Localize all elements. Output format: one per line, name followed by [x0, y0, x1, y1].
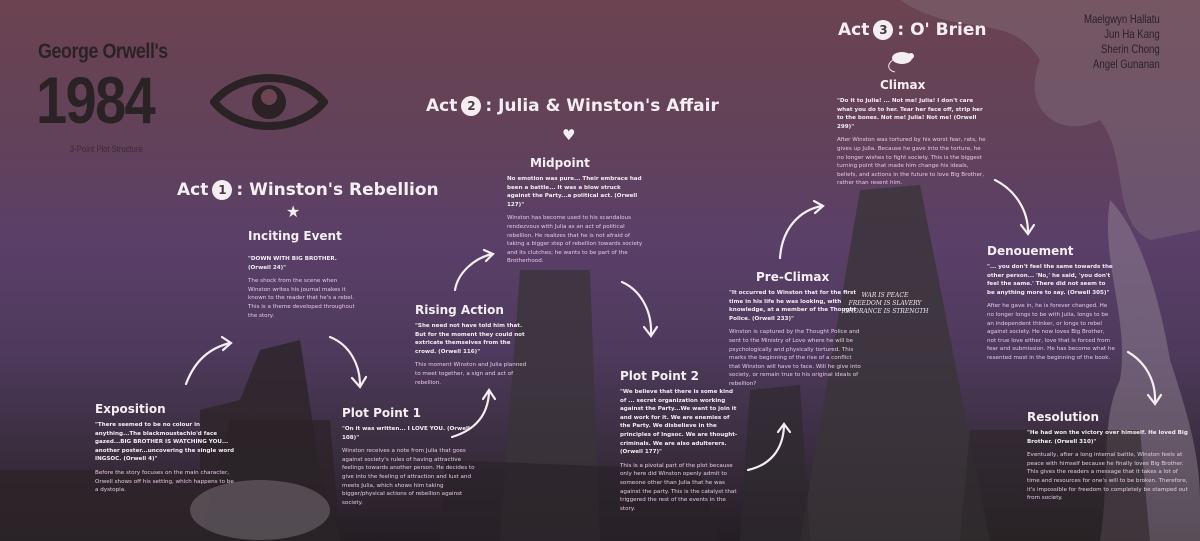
act-title: : O' Brien — [897, 20, 987, 40]
event-plot-point-1: Plot Point 1 "On it was written... I LOV… — [342, 406, 477, 507]
event-quote: "There seemed to be no colour in anythin… — [95, 422, 234, 463]
event-heading: Climax — [880, 78, 926, 92]
act-3-heading: Act 3 : O' Brien — [838, 20, 986, 40]
arrow-midpoint-to-plotpoint2 — [620, 280, 659, 338]
event-quote: "DOWN WITH BIG BROTHER. (Orwell 24)" — [248, 256, 337, 271]
poster-subtitle: 3-Point Plot Structure — [70, 144, 143, 154]
slogan-line: IGNORANCE IS STRENGTH — [841, 308, 929, 315]
event-description: Winston is captured by the Thought Polic… — [729, 329, 861, 387]
event-description: After Winston was tortured by his worst … — [837, 137, 986, 187]
event-description: Before the story focuses on the main cha… — [95, 469, 234, 494]
event-heading: Resolution — [1027, 410, 1100, 424]
act-title: : Winston's Rebellion — [236, 180, 439, 200]
slogan-line: FREEDOM IS SLAVERY — [848, 300, 922, 307]
event-quote: No emotion was pure... Their embrace had… — [507, 176, 642, 208]
act-label: Act — [426, 96, 458, 116]
event-description: This is a pivotal part of the plot becau… — [620, 462, 737, 512]
event-description: After he gave in, he is forever changed.… — [987, 303, 1115, 361]
event-quote: "... you don't feel the same towards the… — [987, 264, 1113, 296]
event-quote: "She need not have told him that. But fo… — [415, 323, 525, 355]
event-inciting: Inciting Event "DOWN WITH BIG BROTHER. (… — [248, 229, 360, 320]
poster-pretitle: George Orwell's — [38, 40, 168, 63]
author-name: Jun Ha Kang — [1104, 27, 1160, 41]
event-heading: Plot Point 2 — [620, 369, 700, 383]
act-1-heading: Act 1 : Winston's Rebellion — [177, 180, 439, 200]
event-heading: Inciting Event — [248, 229, 342, 243]
rat-icon — [888, 52, 914, 73]
act-label: Act — [177, 180, 209, 200]
arrow-climax-to-denouement — [993, 178, 1036, 236]
author-name: Maelgwyn Hallatu — [1084, 12, 1160, 26]
event-description: Eventually, after a long internal battle… — [1027, 452, 1188, 502]
act-2-heading: Act 2 : Julia & Winston's Affair — [426, 96, 719, 116]
event-description: This moment Winston and Julia planned to… — [415, 362, 527, 386]
star-icon: ★ — [286, 202, 301, 221]
author-name: Angel Gunanan — [1093, 57, 1160, 71]
event-climax: Climax "Do it to Julia! ... Not me! Juli… — [837, 78, 987, 188]
act-number-badge: 2 — [461, 96, 482, 116]
event-heading: Exposition — [95, 402, 166, 416]
event-heading: Midpoint — [530, 156, 590, 170]
event-denouement: Denouement "... you don't feel the same … — [987, 244, 1115, 363]
event-resolution: Resolution "He had won the victory over … — [1027, 410, 1192, 503]
arrow-preclimax-to-climax — [778, 199, 825, 260]
arrow-inciting-to-plotpoint1 — [328, 335, 368, 389]
act-number-badge: 1 — [212, 180, 233, 200]
event-quote: "We believe that there is some kind of .… — [620, 389, 738, 456]
event-quote: "He had won the victory over himself. He… — [1027, 430, 1188, 445]
event-quote: "On it was written... I LOVE YOU. (Orwel… — [342, 426, 470, 441]
act-title: : Julia & Winston's Affair — [485, 96, 719, 116]
event-heading: Plot Point 1 — [342, 406, 422, 420]
event-quote: "Do it to Julia! ... Not me! Julia! I do… — [837, 98, 983, 130]
event-quote: "It occurred to Winston that for the fir… — [729, 290, 857, 322]
event-rising-action: Rising Action "She need not have told hi… — [415, 303, 533, 387]
event-midpoint: Midpoint No emotion was pure... Their em… — [507, 156, 643, 266]
arrow-plotpoint1-to-rising — [450, 388, 497, 439]
event-description: The shock from the scene when Winston wr… — [248, 278, 355, 319]
authors-list: Maelgwyn Hallatu Jun Ha Kang Sherin Chon… — [1084, 12, 1160, 72]
event-heading: Pre-Climax — [756, 270, 830, 284]
act-number-badge: 3 — [873, 20, 894, 40]
event-heading: Denouement — [987, 244, 1074, 258]
event-pre-climax: Pre-Climax "It occurred to Winston that … — [729, 270, 861, 389]
arrow-exposition-to-inciting — [184, 335, 233, 386]
arrow-plotpoint2-to-preclimax — [746, 422, 792, 472]
poster-title: 1984 — [36, 63, 156, 137]
eye-icon — [210, 74, 328, 130]
event-exposition: Exposition "There seemed to be no colour… — [95, 402, 235, 495]
arrow-rising-to-midpoint — [453, 248, 495, 292]
act-label: Act — [838, 20, 870, 40]
heart-icon: ♥ — [562, 126, 576, 144]
author-name: Sherin Chong — [1101, 42, 1160, 56]
slogan-line: WAR IS PEACE — [861, 292, 909, 299]
event-plot-point-2: Plot Point 2 "We believe that there is s… — [620, 369, 740, 513]
event-heading: Rising Action — [415, 303, 504, 317]
event-description: Winston receives a note from Julia that … — [342, 448, 475, 506]
arrow-denouement-to-resolution — [1126, 350, 1163, 406]
event-description: Winston has become used to his scandalou… — [507, 215, 643, 265]
party-slogan: WAR IS PEACE FREEDOM IS SLAVERY IGNORANC… — [840, 292, 930, 316]
